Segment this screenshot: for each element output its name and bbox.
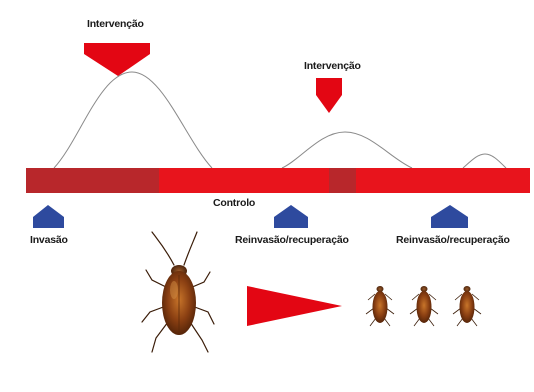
intervention-marker-1: [84, 43, 150, 76]
cockroach-small-icon-1: [366, 286, 394, 326]
cockroach-small-icon-3: [453, 286, 481, 326]
cockroach-large-icon: [142, 232, 214, 352]
control-label: Controlo: [213, 197, 255, 209]
timeline-segment-infestation: [26, 168, 159, 193]
decrease-wedge-icon: [247, 286, 342, 326]
intervention-label-1: Intervenção: [87, 18, 144, 30]
timeline-segment-control-2: [356, 168, 530, 193]
population-curve-1: [54, 72, 212, 168]
cockroach-small-icon-2: [410, 286, 438, 326]
reinvasion-marker-1: [274, 205, 308, 228]
intervention-marker-2: [316, 78, 342, 113]
intervention-label-2: Intervenção: [304, 60, 361, 72]
timeline-segment-control-1: [159, 168, 329, 193]
reinvasion-marker-2: [431, 205, 468, 228]
timeline-bar: [26, 168, 530, 193]
invasion-label: Invasão: [30, 234, 68, 246]
reinvasion-label-1: Reinvasão/recuperação: [235, 234, 349, 246]
population-curve-2: [282, 132, 412, 168]
invasion-marker: [33, 205, 64, 228]
reinvasion-label-2: Reinvasão/recuperação: [396, 234, 510, 246]
population-curve-3: [463, 154, 506, 168]
timeline-segment-reinfestation: [329, 168, 356, 193]
